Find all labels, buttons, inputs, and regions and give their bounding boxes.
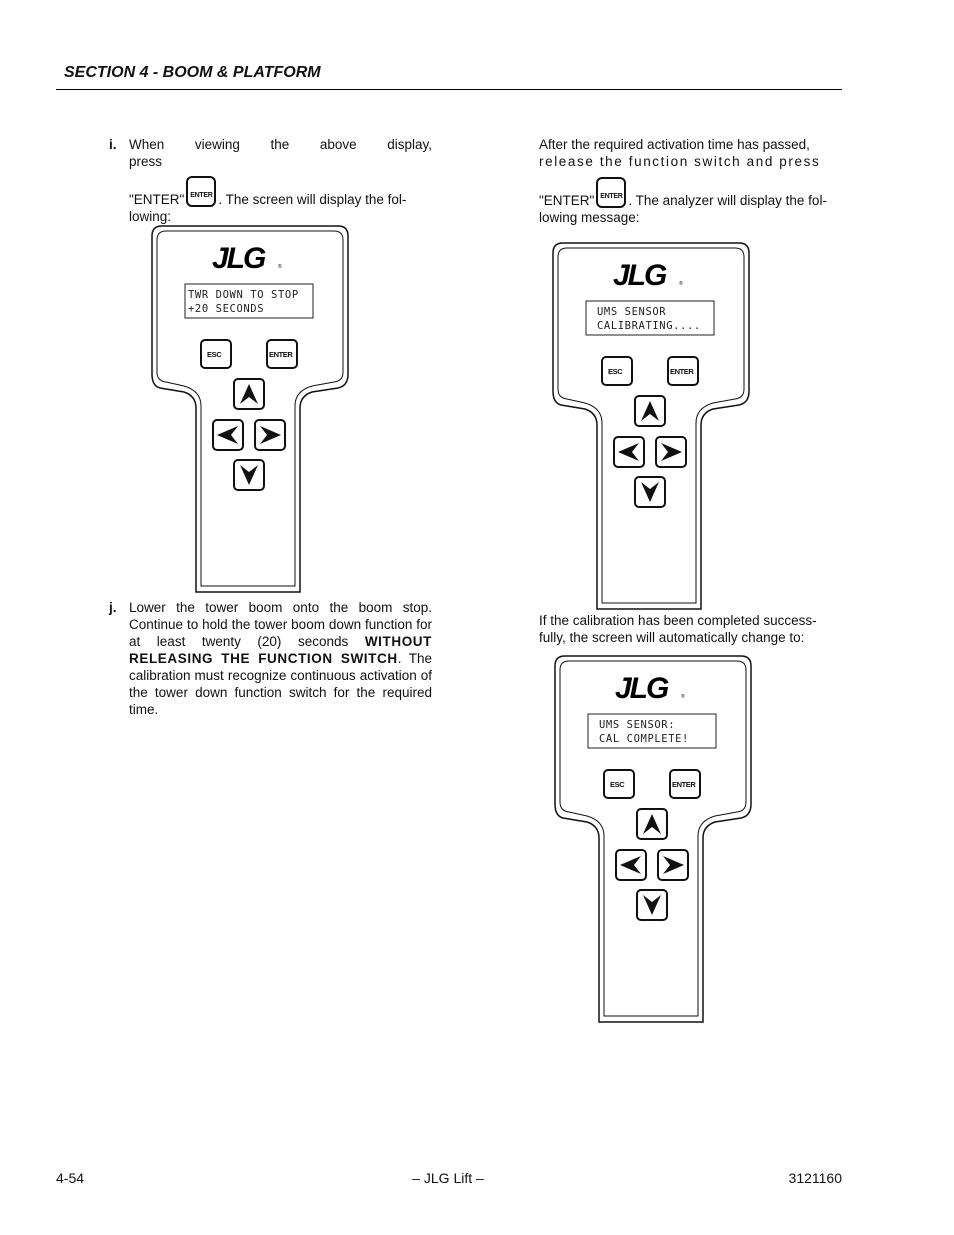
step-i-after-icon: . The screen will display the fol-: [218, 192, 407, 207]
step-j-warning: WITHOUT RELEASING THE FUNCTION SWITCH: [129, 634, 432, 666]
enter-button-label: ENTER: [269, 350, 293, 359]
calibration-paragraph: If the calibration has been completed su…: [539, 612, 842, 646]
enter-key-icon-label: ENTER: [600, 193, 623, 200]
arrow-up-icon: [641, 401, 659, 421]
activation-paragraph: After the required activation time has p…: [539, 136, 842, 226]
registered-mark: ®: [679, 280, 683, 287]
footer-center: – JLG Lift –: [412, 1170, 484, 1186]
esc-button-label: ESC: [207, 350, 222, 359]
arrow-up-icon: [643, 814, 661, 834]
arrow-down-icon: [643, 895, 661, 915]
lcd-screen: [184, 283, 314, 319]
activation-enter-quote: "ENTER": [539, 193, 595, 208]
activation-line4: lowing message:: [539, 210, 640, 225]
calibration-line2: fully, the screen will automatically cha…: [539, 630, 805, 645]
footer-page-number: 4-54: [56, 1170, 85, 1186]
lcd-line-1: UMS SENSOR: [597, 306, 666, 318]
activation-line3: "ENTER" ENTER . The analyzer will display …: [539, 177, 842, 209]
arrow-left-icon: [620, 856, 641, 874]
arrow-right-icon: [661, 443, 682, 461]
step-i-line1: When viewing the above display, press: [129, 137, 432, 169]
header-rule: [56, 89, 842, 90]
enter-key-icon: ENTER: [186, 176, 217, 207]
enter-button: [667, 356, 699, 386]
analyzer-illustration-1: JLG ® TWR DOWN TO STOP +20 SECONDS ESC E…: [150, 224, 350, 596]
esc-button-label: ESC: [608, 367, 623, 376]
enter-button: [266, 339, 298, 369]
esc-button: [200, 339, 232, 369]
arrow-up-icon: [240, 384, 258, 404]
lcd-line-2: CAL COMPLETE!: [599, 733, 689, 745]
registered-mark: ®: [278, 263, 282, 270]
step-i-line2: "ENTER" ENTER . The screen will display th…: [129, 176, 432, 208]
step-i-line3: lowing:: [129, 209, 172, 224]
lcd-line-1: TWR DOWN TO STOP: [188, 289, 299, 301]
step-i: i. When viewing the above display, press…: [109, 136, 432, 225]
arrow-down-icon: [641, 482, 659, 502]
lcd-line-1: UMS SENSOR:: [599, 719, 675, 731]
jlg-logo: JLG: [212, 242, 266, 275]
esc-button-label: ESC: [610, 780, 625, 789]
step-j: j. Lower the tower boom onto the boom st…: [109, 599, 432, 718]
jlg-logo: JLG: [613, 259, 667, 292]
activation-line1: After the required activation time has p…: [539, 137, 810, 152]
step-j-text-start: Lower the tower boom onto the boom stop.…: [129, 600, 432, 649]
analyzer-illustration-3: JLG ® UMS SENSOR: CAL COMPLETE! ESC ENTE…: [553, 654, 753, 1026]
enter-key-icon-label: ENTER: [190, 192, 213, 199]
footer-doc-number: 3121160: [788, 1170, 842, 1186]
step-i-marker: i.: [109, 137, 117, 152]
enter-button: [669, 769, 701, 799]
activation-after-icon: . The analyzer will display the fol-: [628, 193, 827, 208]
registered-mark: ®: [681, 693, 685, 700]
arrow-left-icon: [217, 426, 238, 444]
lcd-line-2: +20 SECONDS: [188, 303, 264, 315]
esc-button: [603, 769, 635, 799]
arrow-right-icon: [663, 856, 684, 874]
lcd-line-2: CALIBRATING....: [597, 320, 701, 332]
calibration-line1: If the calibration has been completed su…: [539, 613, 817, 628]
jlg-logo: JLG: [615, 672, 669, 705]
step-j-text: Lower the tower boom onto the boom stop.…: [129, 599, 432, 718]
arrow-down-icon: [240, 465, 258, 485]
step-j-text-end: . The calibration must recognize continu…: [129, 651, 432, 717]
enter-key-icon: ENTER: [596, 177, 627, 208]
step-j-marker: j.: [109, 600, 117, 615]
analyzer-illustration-2: JLG ® UMS SENSOR CALIBRATING.... ESC ENT…: [551, 241, 751, 613]
enter-button-label: ENTER: [670, 367, 694, 376]
esc-button: [601, 356, 633, 386]
lcd-screen: [587, 713, 717, 749]
section-title: SECTION 4 - BOOM & PLATFORM: [64, 64, 321, 81]
activation-line2: release the function switch and press: [539, 154, 821, 169]
arrow-left-icon: [618, 443, 639, 461]
step-i-enter-quote: "ENTER": [129, 192, 185, 207]
lcd-screen: [585, 300, 715, 336]
enter-button-label: ENTER: [672, 780, 696, 789]
arrow-right-icon: [260, 426, 281, 444]
